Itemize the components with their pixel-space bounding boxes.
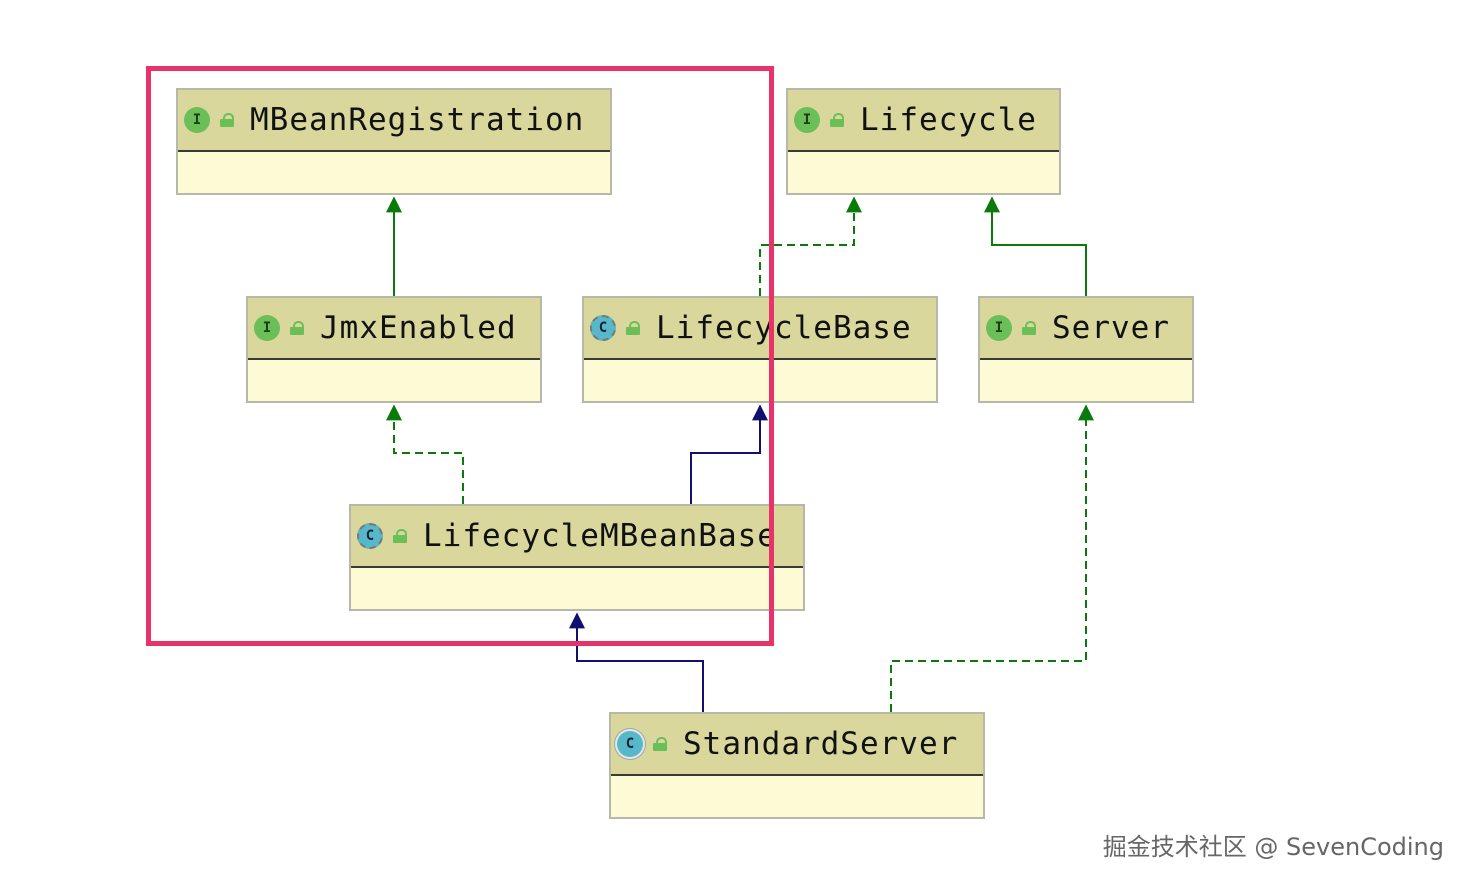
interface-icon: I: [254, 315, 280, 341]
interface-icon: I: [986, 315, 1012, 341]
abstract-class-icon: C: [357, 523, 383, 549]
interface-icon: I: [184, 107, 210, 133]
node-name: LifecycleMBeanBase: [423, 518, 777, 554]
public-access-icon: [393, 529, 409, 543]
edge-standardserver-server: [890, 404, 1094, 712]
edge-lifecyclembeanbase-lifecyclebase: [690, 404, 768, 504]
node-standard-server[interactable]: C StandardServer: [609, 712, 985, 819]
edge-lifecyclembeanbase-jmxenabled: [386, 404, 464, 504]
node-name: Lifecycle: [860, 102, 1037, 138]
node-lifecycle-base[interactable]: C LifecycleBase: [582, 296, 938, 403]
edge-server-lifecycle: [984, 196, 1087, 296]
class-icon: C: [617, 731, 643, 757]
public-access-icon: [220, 113, 236, 127]
abstract-class-icon: C: [590, 315, 616, 341]
node-lifecycle-mbean-base[interactable]: C LifecycleMBeanBase: [349, 504, 805, 611]
public-access-icon: [653, 737, 669, 751]
interface-icon: I: [794, 107, 820, 133]
node-name: JmxEnabled: [320, 310, 517, 346]
node-lifecycle[interactable]: I Lifecycle: [786, 88, 1061, 195]
node-name: Server: [1052, 310, 1170, 346]
edge-lifecyclebase-lifecycle: [759, 196, 862, 296]
public-access-icon: [626, 321, 642, 335]
node-server[interactable]: I Server: [978, 296, 1194, 403]
node-mbean-registration[interactable]: I MBeanRegistration: [176, 88, 612, 195]
public-access-icon: [830, 113, 846, 127]
node-name: LifecycleBase: [656, 310, 912, 346]
node-name: StandardServer: [683, 726, 959, 762]
watermark: 掘金技术社区 @ SevenCoding: [1102, 833, 1444, 861]
highlight-box: [146, 66, 774, 646]
public-access-icon: [290, 321, 306, 335]
node-name: MBeanRegistration: [250, 102, 585, 138]
edge-standardserver-lifecyclembeanbase: [569, 612, 704, 712]
public-access-icon: [1022, 321, 1038, 335]
node-jmx-enabled[interactable]: I JmxEnabled: [246, 296, 542, 403]
